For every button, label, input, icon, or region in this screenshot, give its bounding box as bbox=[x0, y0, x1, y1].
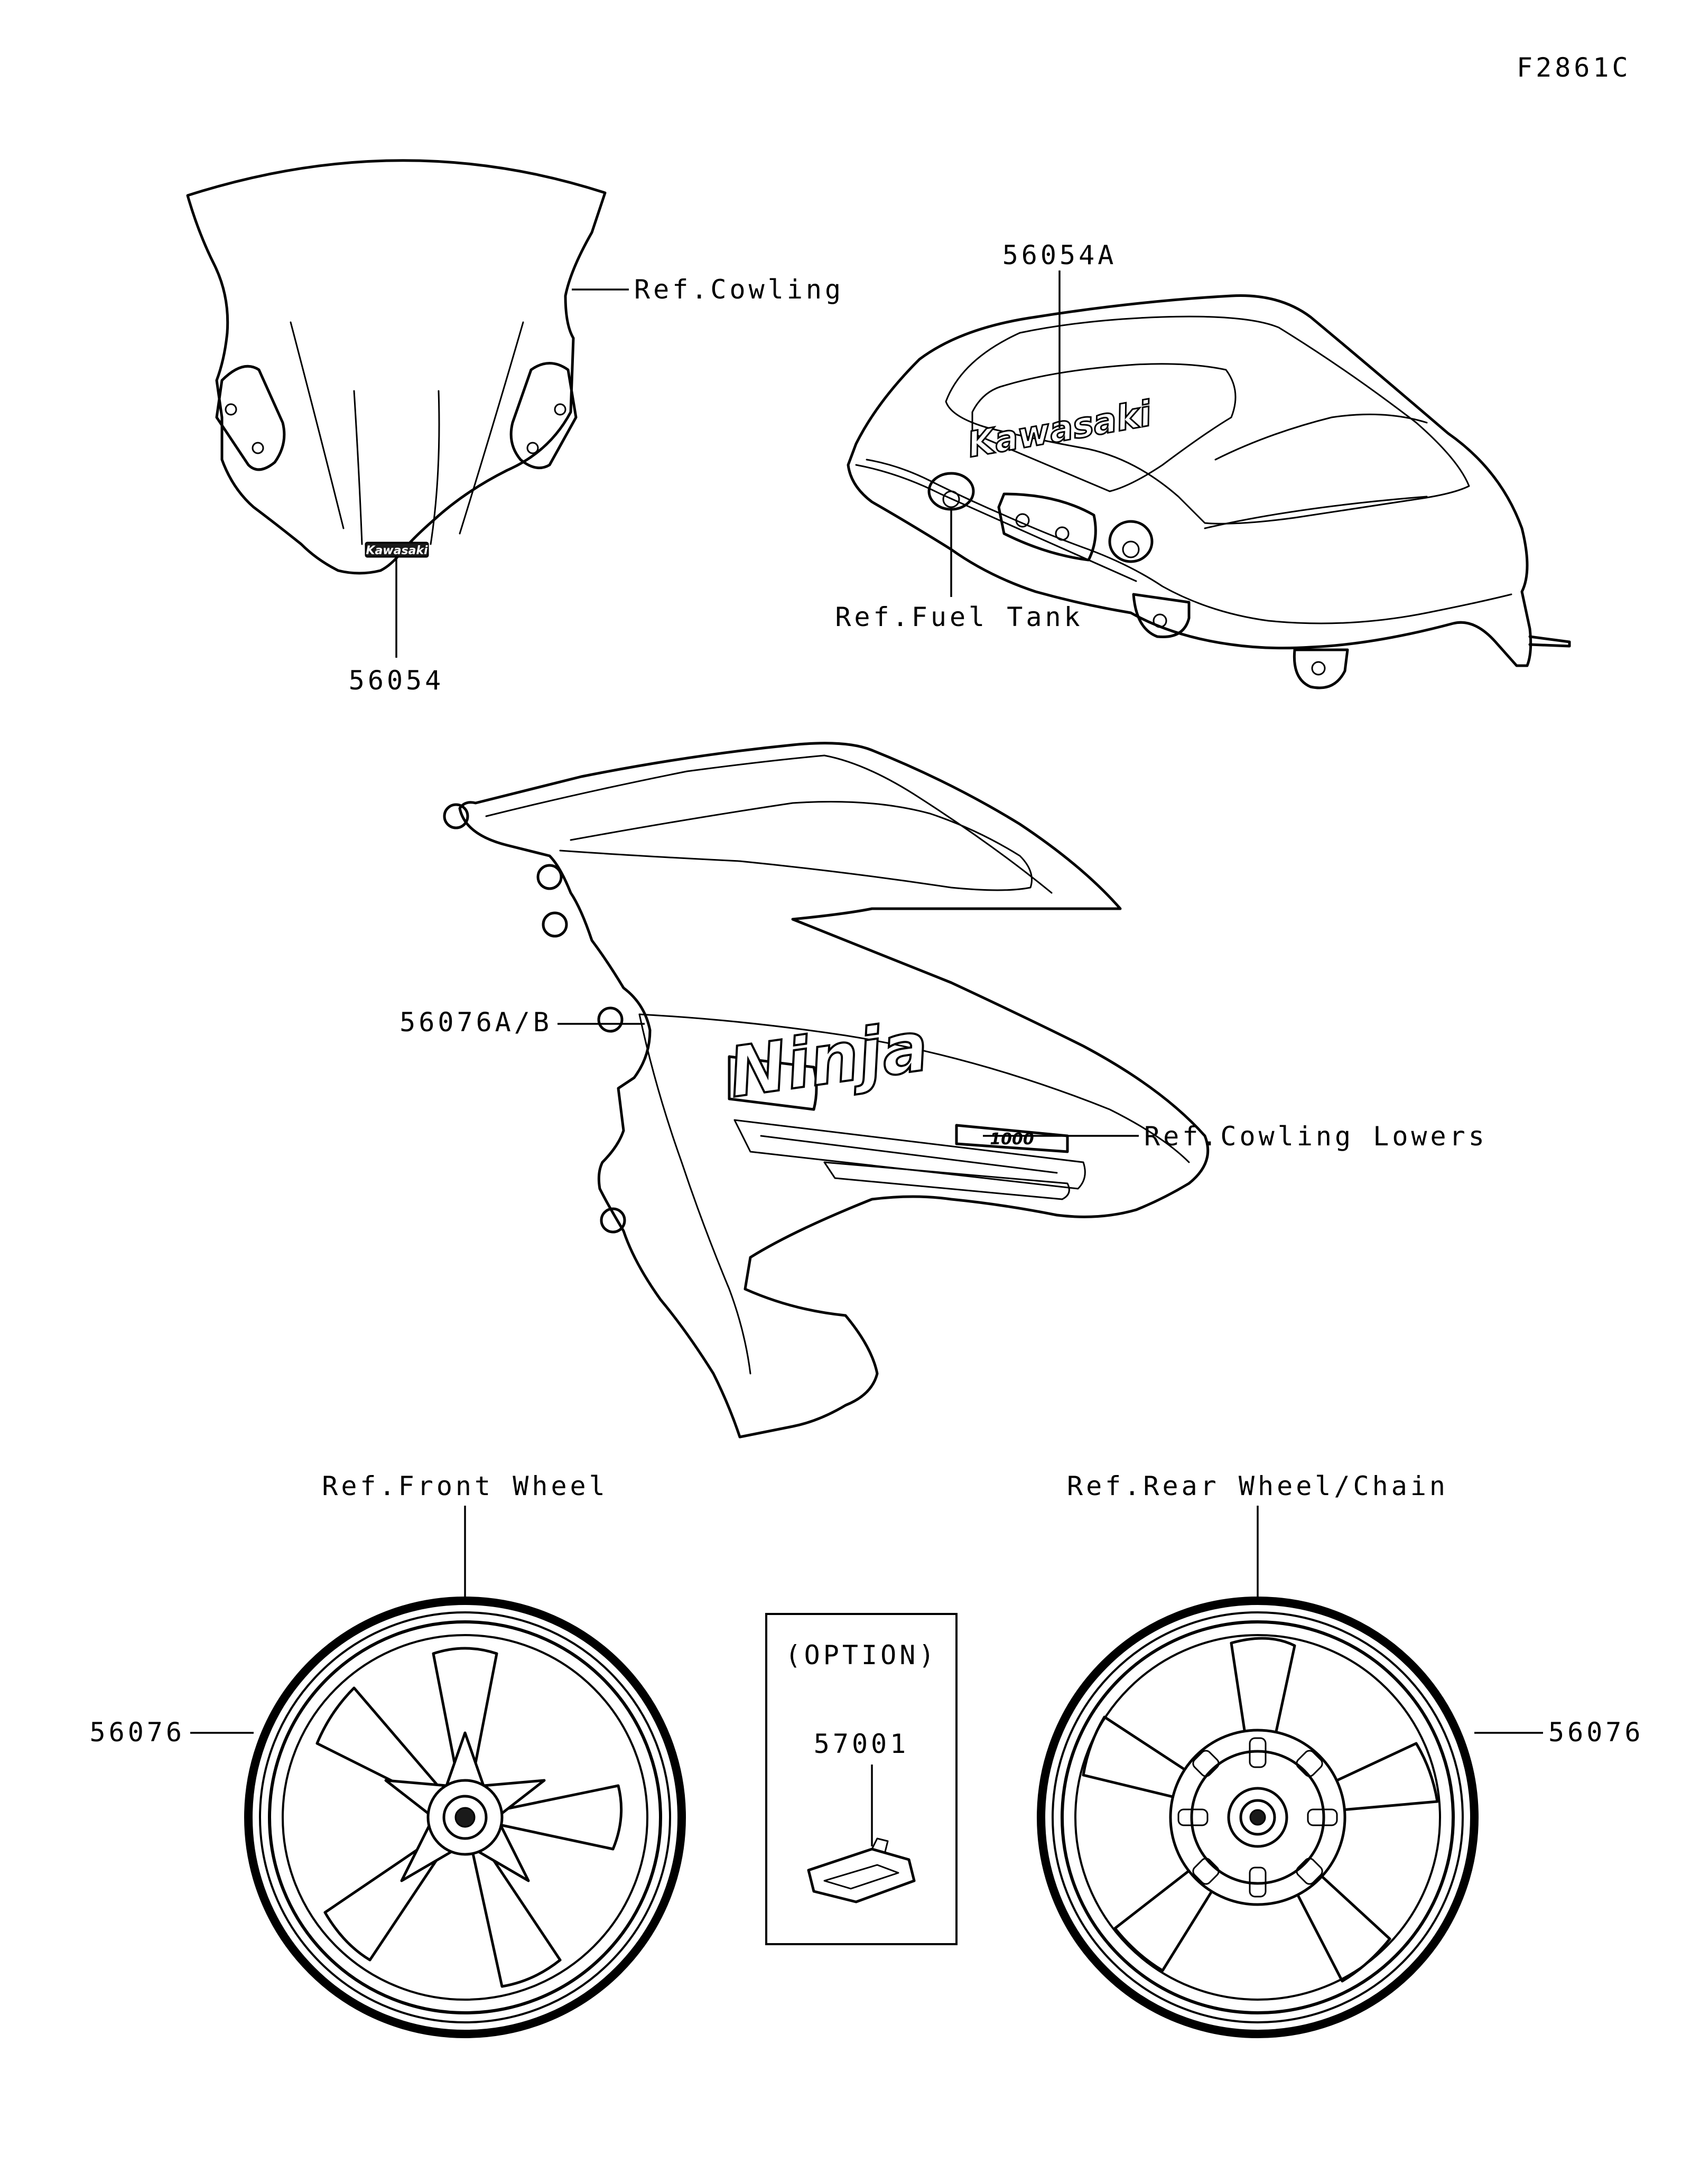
ref-cowling-label: Ref.Cowling bbox=[634, 274, 844, 305]
part-56076ab-label: 56076A/B bbox=[399, 1007, 552, 1038]
part-56054a-label: 56054A bbox=[1002, 240, 1117, 270]
part-56076-right-label: 56076 bbox=[1548, 1717, 1644, 1748]
ref-cowling-lowers-label: Ref.Cowling Lowers bbox=[1144, 1121, 1488, 1152]
option-label: (OPTION) bbox=[785, 1640, 938, 1670]
rear-wheel-drawing bbox=[1037, 1597, 1479, 2038]
windshield-drawing: Kawasaki bbox=[186, 159, 607, 575]
windshield-kawasaki-logo: Kawasaki bbox=[366, 544, 428, 557]
part-56054-label: 56054 bbox=[349, 665, 444, 696]
ref-rear-wheel-chain-label: Ref.Rear Wheel/Chain bbox=[1067, 1471, 1448, 1501]
ref-front-wheel-label: Ref.Front Wheel bbox=[322, 1471, 608, 1501]
front-wheel-drawing bbox=[244, 1597, 686, 2038]
fairing-ninja-logo: Ninja bbox=[724, 1006, 933, 1113]
part-56076-left-label: 56076 bbox=[89, 1717, 185, 1748]
part-57001-label: 57001 bbox=[814, 1729, 909, 1759]
figure-code: F2861C bbox=[1517, 52, 1631, 83]
cowling-lower-drawing: 1000 Ninja bbox=[443, 742, 1210, 1439]
ref-fuel-tank-label: Ref.Fuel Tank bbox=[835, 602, 1083, 632]
fairing-model-logo: 1000 bbox=[990, 1130, 1034, 1149]
option-box bbox=[765, 1613, 958, 1945]
